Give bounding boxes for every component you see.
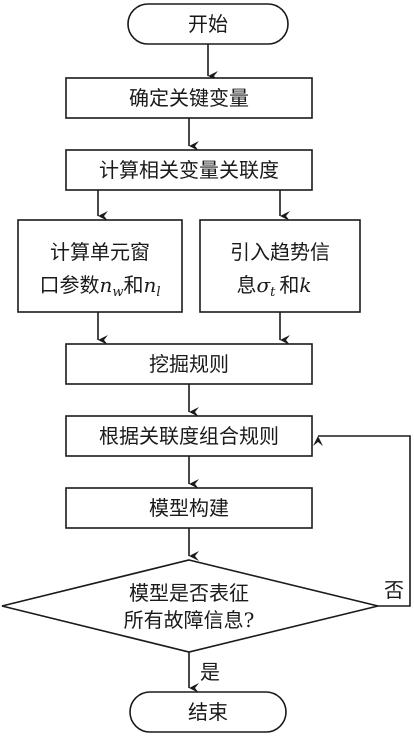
build-model-label: 模型构建	[149, 496, 229, 520]
compute-window-prefix: 口参数	[39, 273, 99, 297]
compute-correlation-label: 计算相关变量关联度	[99, 158, 279, 182]
build-model-node: 模型构建	[65, 487, 313, 529]
trend-and: 和	[279, 273, 299, 297]
nl-subscript: l	[156, 285, 160, 300]
determine-vars-node: 确定关键变量	[65, 77, 313, 119]
combine-rules-node: 根据关联度组合规则	[65, 415, 313, 457]
compute-window-line1: 计算单元窗	[50, 240, 150, 264]
no-label: 否	[384, 578, 404, 602]
start-node: 开始	[127, 3, 289, 45]
decision-line1: 模型是否表征	[129, 581, 249, 605]
trend-prefix: 息	[236, 273, 256, 297]
combine-rules-label: 根据关联度组合规则	[99, 424, 279, 448]
nw-symbol: n	[99, 273, 112, 297]
sigma-subscript: t	[270, 285, 276, 300]
compute-correlation-node: 计算相关变量关联度	[65, 149, 313, 191]
k-symbol: k	[299, 273, 311, 297]
determine-vars-label: 确定关键变量	[129, 86, 249, 110]
mine-rules-node: 挖掘规则	[65, 343, 313, 385]
sigma-symbol: σ	[256, 273, 271, 297]
compute-window-node: 计算单元窗 口参数nw和nl	[17, 219, 183, 313]
decision-node: 模型是否表征 所有故障信息?	[1, 559, 379, 653]
trend-info-line1: 引入趋势信	[230, 240, 330, 264]
mine-rules-label: 挖掘规则	[149, 352, 229, 376]
start-label: 开始	[188, 12, 228, 36]
end-label: 结束	[188, 700, 228, 724]
decision-line2: 所有故障信息?	[124, 608, 255, 632]
end-node: 结束	[129, 691, 287, 733]
edge-decision-no-loop	[313, 435, 411, 607]
yes-label: 是	[200, 660, 220, 684]
nl-symbol: n	[143, 273, 156, 297]
nw-subscript: w	[112, 285, 123, 300]
compute-window-and: 和	[123, 273, 143, 297]
compute-window-line2: 口参数nw和nl	[39, 273, 160, 300]
